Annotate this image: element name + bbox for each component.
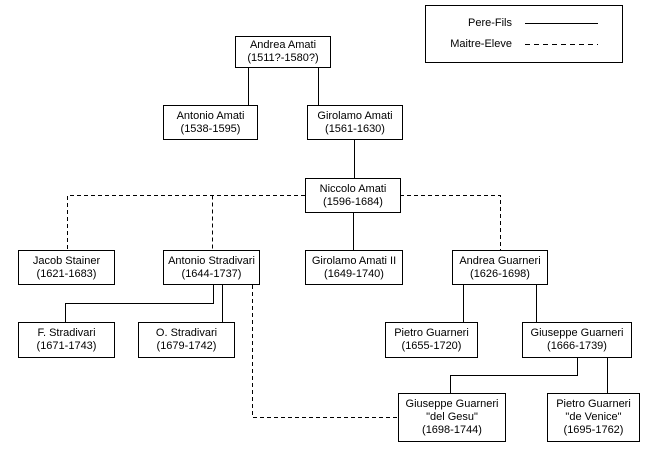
person-node-f-stradivari: F. Stradivari (1671-1743) bbox=[18, 322, 115, 358]
person-name: Pietro Guarneri bbox=[556, 398, 631, 410]
legend-label-pere-fils: Pere-Fils bbox=[467, 17, 512, 29]
person-dates: (1671-1743) bbox=[36, 340, 97, 352]
person-node-pietro-guarneri: Pietro Guarneri (1655-1720) bbox=[385, 322, 478, 358]
solid-line-sample bbox=[525, 23, 598, 24]
person-name: Pietro Guarneri bbox=[394, 327, 469, 339]
person-name: Andrea Amati bbox=[249, 39, 317, 51]
person-name: Antonio Stradivari bbox=[168, 254, 255, 267]
edge-pere-fils-giuseppe-guarneri-to-del-gesu bbox=[450, 358, 578, 393]
person-dates: (1655-1720) bbox=[401, 340, 462, 352]
person-dates: (1561-1630) bbox=[325, 122, 385, 135]
person-dates: (1644-1737) bbox=[181, 267, 242, 280]
legend-label-maitre-eleve: Maitre-Eleve bbox=[450, 38, 512, 50]
person-alias: "de Venice" bbox=[565, 411, 622, 423]
person-node-pietro-guarneri-de-venice: Pietro Guarneri "de Venice" (1695-1762) bbox=[547, 393, 640, 442]
person-name: Jacob Stainer bbox=[32, 254, 101, 267]
person-dates: (1666-1739) bbox=[547, 340, 607, 352]
person-dates: (1626-1698) bbox=[470, 267, 530, 280]
dashed-line-sample bbox=[525, 44, 598, 45]
legend-row-maitre-eleve: Maitre-Eleve bbox=[426, 38, 622, 52]
person-node-girolamo-amati-ii: Girolamo Amati II (1649-1740) bbox=[305, 250, 403, 285]
legend-row-pere-fils: Pere-Fils bbox=[426, 17, 622, 31]
person-name: F. Stradivari bbox=[37, 327, 96, 339]
person-node-girolamo-amati: Girolamo Amati (1561-1630) bbox=[307, 105, 403, 140]
person-node-antonio-stradivari: Antonio Stradivari (1644-1737) bbox=[163, 250, 260, 285]
person-alias: "del Gesu" bbox=[426, 411, 478, 423]
person-name: Girolamo Amati II bbox=[311, 254, 397, 267]
person-node-giuseppe-guarneri: Giuseppe Guarneri (1666-1739) bbox=[522, 322, 632, 358]
person-dates: (1695-1762) bbox=[563, 424, 624, 436]
person-dates: (1538-1595) bbox=[180, 122, 241, 135]
edge-pere-fils-antonio-stradivari-to-f-stradivari bbox=[65, 285, 214, 322]
edge-maitre-eleve-niccolo-amati-to-jacob-stainer bbox=[67, 195, 305, 250]
person-dates: (1698-1744) bbox=[422, 424, 482, 436]
person-name: Giuseppe Guarneri bbox=[530, 327, 624, 339]
edge-maitre-eleve-antonio-stradivari-to-del-gesu bbox=[252, 285, 398, 418]
person-node-niccolo-amati: Niccolo Amati (1596-1684) bbox=[305, 178, 401, 213]
person-dates: (1596-1684) bbox=[323, 195, 383, 208]
person-dates: (1679-1742) bbox=[156, 340, 217, 352]
person-node-o-stradivari: O. Stradivari (1679-1742) bbox=[138, 322, 235, 358]
person-name: Antonio Amati bbox=[176, 109, 245, 122]
legend-box: Pere-Fils Maitre-Eleve bbox=[425, 5, 623, 63]
person-name: Andrea Guarneri bbox=[459, 254, 541, 267]
person-node-andrea-amati: Andrea Amati (1511?-1580?) bbox=[235, 36, 331, 68]
person-name: Girolamo Amati bbox=[317, 109, 393, 122]
person-node-giuseppe-guarneri-del-gesu: Giuseppe Guarneri "del Gesu" (1698-1744) bbox=[398, 393, 506, 442]
person-dates: (1621-1683) bbox=[36, 267, 97, 280]
person-node-andrea-guarneri: Andrea Guarneri (1626-1698) bbox=[452, 250, 548, 285]
person-node-jacob-stainer: Jacob Stainer (1621-1683) bbox=[18, 250, 115, 285]
person-dates: (1511?-1580?) bbox=[247, 52, 319, 64]
person-node-antonio-amati: Antonio Amati (1538-1595) bbox=[163, 105, 258, 140]
person-name: Giuseppe Guarneri bbox=[405, 398, 499, 410]
edge-maitre-eleve-niccolo-amati-to-andrea-guarneri bbox=[400, 195, 501, 250]
person-name: Niccolo Amati bbox=[319, 182, 387, 195]
person-name: O. Stradivari bbox=[155, 327, 218, 339]
person-dates: (1649-1740) bbox=[324, 267, 384, 280]
